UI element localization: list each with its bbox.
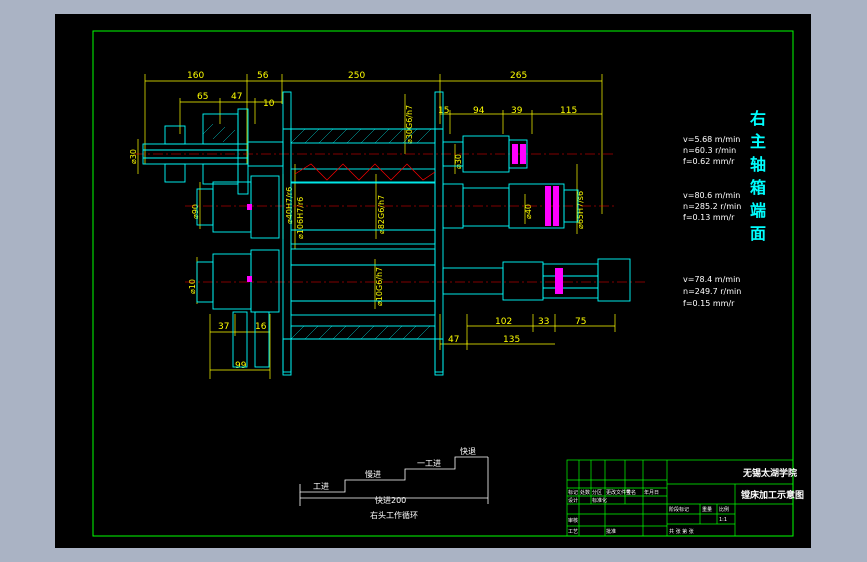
stage-label: 阶段标记 [669,506,689,513]
side-title-char-3: 箱 [750,178,766,197]
param-g1-1: n=60.3 r/min [683,146,736,155]
sheets-label: 共 张 第 张 [669,528,694,535]
dim-47: 47 [231,92,242,102]
side-title-char-5: 面 [750,224,766,243]
school-name: 无锡太湖学院 [742,467,797,479]
machine-parts [142,91,631,376]
scale-value: 1:1 [719,517,727,523]
drawing-name: 镗床加工示意图 [741,489,804,501]
dim-39: 39 [511,106,523,116]
dim-115: 115 [560,106,577,116]
row-header-1: 处数 [580,489,590,496]
dim-160: 160 [187,71,204,81]
param-g3-1: n=249.7 r/min [683,287,741,296]
dia-90: ⌀90 [191,204,200,219]
dim-16: 16 [255,322,267,332]
hatch-lines [202,123,432,340]
dimension-lines [137,74,616,379]
drawing-svg: 160 56 250 265 65 47 10 15 94 39 115 102… [92,30,804,537]
dim-250: 250 [348,71,365,81]
dim-10: 10 [263,99,275,109]
param-g3-2: f=0.15 mm/r [683,299,735,308]
dim-94: 94 [473,106,485,116]
cycle-total: 快进200 [375,495,406,505]
dia-106h7: ⌀106H7/r6 [296,197,305,239]
magenta-accents [247,144,563,294]
title-block-lines [566,459,794,537]
work-cycle-lines [299,456,489,506]
weight-label: 重量 [702,506,712,513]
param-g2-2: f=0.13 mm/r [683,213,735,222]
param-g2-0: v=80.6 m/min [683,191,740,200]
row-header-3: 更改文件号 [606,489,631,496]
work-cycle-texts: 工进 慢进 一工进 快退 快进200 右头工作循环 [313,446,476,520]
dia-10: ⌀10 [188,279,197,294]
dia-40-right: ⌀40 [524,204,533,219]
red-cross-hatch [294,163,436,181]
param-g1-2: f=0.62 mm/r [683,157,735,166]
cycle-caption: 右头工作循环 [370,510,418,520]
dim-99: 99 [235,361,247,371]
dim-33: 33 [538,317,549,327]
dimension-texts: 160 56 250 265 65 47 10 15 94 39 115 102… [187,71,586,371]
dia-65h7: ⌀65H7/s6 [576,191,585,229]
row-header-4: 签名 [626,489,636,496]
side-title-char-1: 主 [750,132,766,151]
cycle-label-0: 工进 [313,482,329,491]
dia-10g6: ⌀10G6/h7 [375,267,384,306]
dim-135: 135 [503,335,520,345]
param-g2-1: n=285.2 r/min [683,202,741,211]
dia-40h7: ⌀40H7/r6 [285,187,294,224]
row-header-2: 分区 [592,489,602,496]
role-3: 工艺 [568,529,578,535]
dim-265: 265 [510,71,527,81]
role-2: 审核 [568,517,578,524]
dim-102: 102 [495,317,512,327]
row-header-0: 标记 [568,489,578,496]
scale-label: 比例 [719,506,729,513]
dim-37: 37 [218,322,229,332]
dim-15: 15 [438,106,449,116]
role-4: 批准 [606,528,616,535]
dia-30-left: ⌀30 [129,149,138,164]
role-0: 设计 [568,497,578,504]
drawing-frame [92,30,794,537]
role-1: 标准化 [592,497,607,504]
diameter-texts: ⌀30 ⌀90 ⌀10 ⌀30G6/h7 ⌀40H7/r6 ⌀106H7/r6 … [129,105,585,306]
dia-82g6: ⌀82G6/h7 [377,195,386,234]
cad-canvas[interactable]: 160 56 250 265 65 47 10 15 94 39 115 102… [55,14,811,548]
cycle-label-1: 慢进 [365,469,381,479]
side-title-char-0: 右 [750,109,766,128]
param-g3-0: v=78.4 m/min [683,275,740,284]
param-g1-0: v=5.68 m/min [683,135,740,144]
cycle-label-3: 快退 [460,446,476,456]
dim-65: 65 [197,92,208,102]
row-header-5: 年月日 [644,489,659,496]
dim-75: 75 [575,317,586,327]
side-title: 右 主 轴 箱 端 面 [750,109,766,243]
cycle-label-2: 一工进 [417,459,441,468]
title-block-texts: 无锡太湖学院 镗床加工示意图 标记 处数 分区 更改文件号 签名 年月日 设计 … [568,467,804,535]
dim-56: 56 [257,71,269,81]
dim-47b: 47 [448,335,459,345]
center-lines [135,153,645,283]
dia-30g6: ⌀30G6/h7 [405,105,414,144]
side-title-char-4: 端 [750,201,766,220]
side-title-char-2: 轴 [750,155,766,174]
cutting-params: v=5.68 m/min n=60.3 r/min f=0.62 mm/r v=… [683,135,741,308]
dia-30-right: ⌀30 [454,154,463,169]
